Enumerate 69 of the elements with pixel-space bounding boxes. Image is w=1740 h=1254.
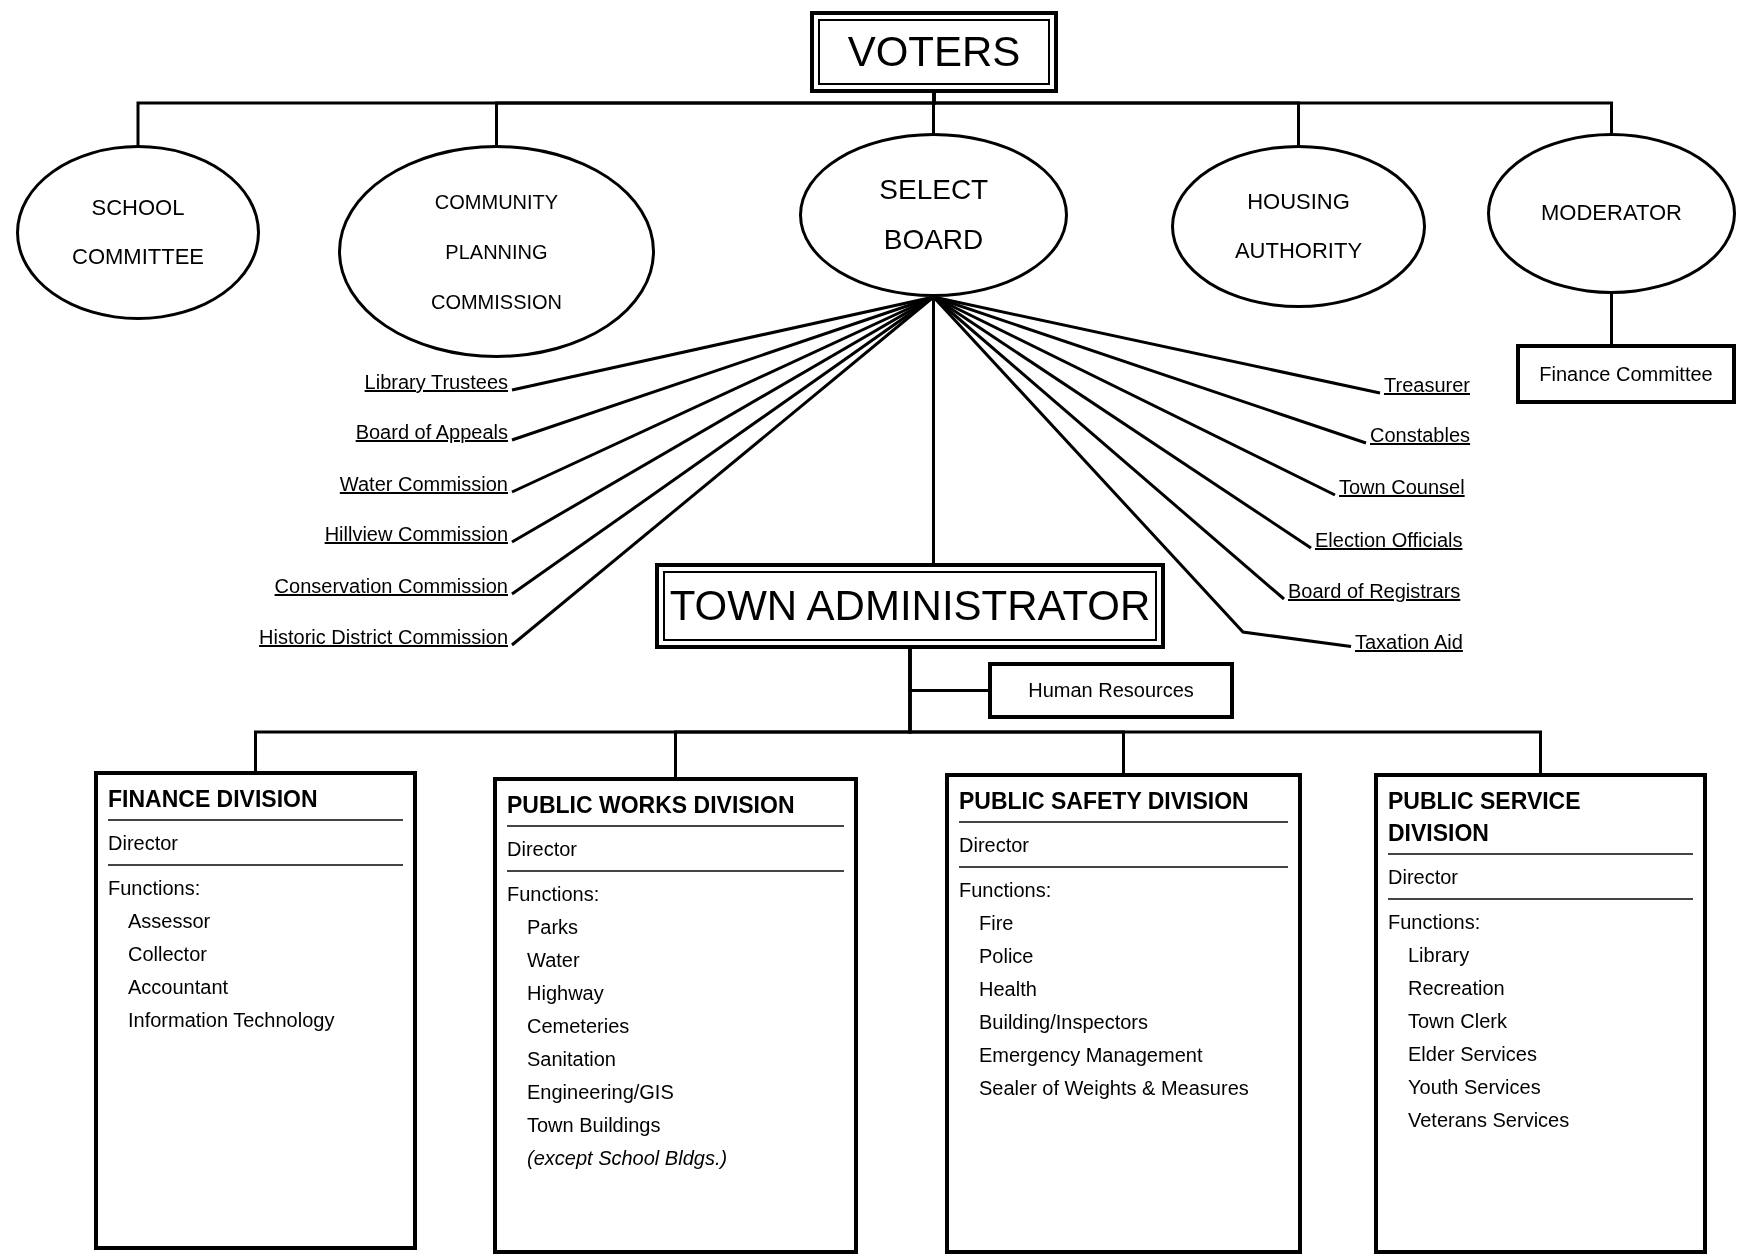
function-item: Assessor	[127, 909, 212, 934]
function-item: Water	[526, 948, 581, 973]
role-label: Director	[1388, 865, 1459, 890]
ellipse-label: SELECT BOARD	[879, 172, 988, 257]
connector-line	[932, 93, 1613, 133]
title-box	[655, 563, 1165, 649]
function-item: Health	[978, 977, 1038, 1002]
function-item: Highway	[526, 981, 605, 1006]
office-name: Board of Registrars	[1284, 580, 1465, 603]
function-item: Police	[978, 944, 1035, 969]
function-item: Cemeteries	[526, 1014, 631, 1039]
board-name: Water Commission	[335, 473, 512, 496]
function-item: Town Buildings	[526, 1113, 662, 1138]
division-heading: FINANCE DIVISION	[108, 785, 319, 814]
function-item: Recreation	[1407, 976, 1506, 1001]
division-box	[94, 771, 417, 1250]
role-label: Director	[959, 833, 1030, 858]
function-item: Youth Services	[1407, 1075, 1542, 1100]
function-item: Collector	[127, 942, 208, 967]
box-label: Human Resources	[1028, 679, 1194, 702]
board-name: Library Trustees	[360, 371, 512, 394]
function-item: (except School Bldgs.)	[526, 1146, 729, 1171]
connector-line	[908, 649, 1542, 773]
function-item: Information Technology	[127, 1008, 336, 1033]
function-item: Engineering/GIS	[526, 1080, 675, 1105]
function-item: Sanitation	[526, 1047, 617, 1072]
office-name: Treasurer	[1380, 374, 1474, 397]
office-name: Taxation Aid	[1351, 631, 1467, 654]
box-label: TOWN ADMINISTRATOR	[669, 582, 1151, 630]
office-name: Constables	[1366, 424, 1475, 447]
division-heading: PUBLIC SAFETY DIVISION	[959, 787, 1250, 816]
division-heading: PUBLIC SERVICE DIVISION	[1388, 787, 1582, 848]
function-item: Fire	[978, 911, 1015, 936]
box-node	[988, 662, 1234, 719]
section-label: Functions:	[108, 876, 202, 901]
box-node	[1516, 344, 1736, 404]
section-label: Functions:	[959, 878, 1053, 903]
ellipse-label: SCHOOL COMMITTEE	[72, 194, 204, 271]
board-name: Hillview Commission	[320, 523, 512, 546]
function-item: Sealer of Weights & Measures	[978, 1076, 1249, 1101]
role-label: Director	[507, 837, 578, 862]
division-box	[493, 777, 858, 1254]
function-item: Library	[1407, 943, 1471, 968]
role-label: Director	[108, 831, 179, 856]
ellipse-label: HOUSING AUTHORITY	[1234, 188, 1363, 265]
function-item: Veterans Services	[1407, 1108, 1571, 1133]
section-label: Functions:	[1388, 910, 1482, 935]
division-box	[945, 773, 1302, 1254]
board-name: Historic District Commission	[255, 626, 512, 649]
ellipse-label: COMMUNITY PLANNING COMMISSION	[430, 189, 563, 315]
ellipse-label: MODERATOR	[1541, 199, 1682, 228]
function-item: Building/Inspectors	[978, 1010, 1149, 1035]
connector-line	[932, 297, 935, 563]
function-item: Parks	[526, 915, 580, 940]
connector-line	[1610, 294, 1613, 344]
function-item: Elder Services	[1407, 1042, 1538, 1067]
division-box	[1374, 773, 1707, 1254]
box-label: VOTERS	[847, 28, 1021, 76]
section-label: Functions:	[507, 882, 601, 907]
function-item: Accountant	[127, 975, 230, 1000]
function-item: Town Clerk	[1407, 1009, 1508, 1034]
box-label: Finance Committee	[1539, 362, 1713, 386]
division-heading: PUBLIC WORKS DIVISION	[507, 791, 796, 820]
board-name: Board of Appeals	[351, 421, 512, 444]
function-item: Emergency Management	[978, 1043, 1204, 1068]
board-name: Conservation Commission	[270, 575, 512, 598]
title-box	[810, 11, 1058, 93]
office-name: Election Officials	[1311, 529, 1467, 552]
office-name: Town Counsel	[1335, 476, 1469, 499]
